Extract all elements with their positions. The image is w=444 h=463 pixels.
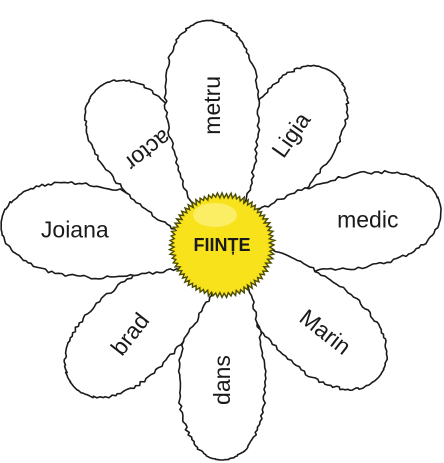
petal-label: metru bbox=[199, 76, 225, 135]
petal-label: dans bbox=[209, 355, 235, 405]
flower-center: FIINȚE bbox=[169, 193, 274, 298]
petal-label: Joiana bbox=[41, 217, 109, 243]
center-highlight bbox=[193, 203, 237, 227]
petal-label: medic bbox=[337, 206, 398, 232]
center-label: FIINȚE bbox=[194, 235, 251, 255]
